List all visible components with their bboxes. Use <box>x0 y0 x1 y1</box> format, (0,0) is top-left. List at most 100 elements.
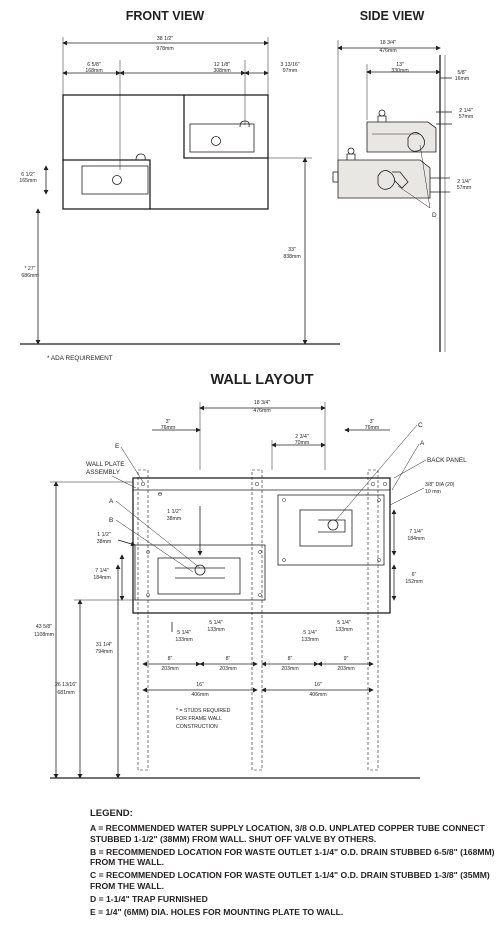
front-overall-dim: 38 1/2" <box>157 36 173 42</box>
wall-callout-c: C <box>418 422 423 429</box>
stud-left-dim-mm: 406mm <box>191 692 208 698</box>
stud-left-dim: 16" <box>196 682 204 688</box>
front-floor-high-dim-mm: 838mm <box>283 254 300 260</box>
wall-plate-right <box>277 494 385 566</box>
side-lower-trap-dim-mm: 57mm <box>457 185 471 191</box>
wall-mid-offset-dim-mm: 70mm <box>295 440 309 446</box>
right-plate-dim: 7 1/4" <box>409 529 423 535</box>
bl1-dim: 5 1/4" <box>177 630 191 636</box>
br2-dim-mm: 133mm <box>335 627 352 633</box>
front-overall-dim-mm: 978mm <box>156 46 173 52</box>
side-top-gap-dim-mm: 16mm <box>455 76 469 82</box>
front-right-offset-dim: 3 13/16" <box>280 62 299 68</box>
stud-center <box>251 469 263 771</box>
legend-item-e: E = 1/4" (6mm) DIA. HOLES FOR MOUNTING P… <box>90 906 344 917</box>
studs-note-1: * = STUDS REQUIRED <box>176 708 231 714</box>
s4-dim: 9" <box>344 656 349 662</box>
left-side-dim: 1 1/2" <box>97 532 111 538</box>
right-low-dim: 6" <box>412 572 417 578</box>
br2-dim: 5 1/4" <box>337 620 351 626</box>
s3-dim-mm: 203mm <box>281 666 298 672</box>
wall-left-edge-dim: 3" <box>166 419 171 425</box>
s2-dim-mm: 203mm <box>219 666 236 672</box>
wall-layout-title: WALL LAYOUT <box>210 372 313 388</box>
low-height-dim-mm: 681mm <box>57 690 74 696</box>
side-upper-trap-dim: 2 1/4" <box>459 108 473 114</box>
front-floor-low-dim: * 27" <box>24 266 35 272</box>
left-supply-dim: 1 1/2" <box>167 509 181 515</box>
stud-right-dim-mm: 406mm <box>309 692 326 698</box>
wall-right-edge-dim: 3" <box>370 419 375 425</box>
legend-item-a: A = RECOMMENDED WATER SUPPLY LOCATION, 3… <box>90 823 485 844</box>
side-depth-dim-mm: 476mm <box>379 48 396 54</box>
wall-overall-dim-mm: 476mm <box>253 408 270 414</box>
wall-callout-a-right: A <box>420 440 425 447</box>
back-panel-label: BACK PANEL <box>427 457 467 464</box>
front-low-basin <box>81 165 149 195</box>
bl1-dim-mm: 133mm <box>175 637 192 643</box>
wall-callout-e: E <box>115 443 119 450</box>
total-height-dim-mm: 1108mm <box>34 632 54 638</box>
front-back-panel <box>62 94 269 210</box>
legend-item-c: C = RECOMMENDED LOCATION FOR WASTE OUTLE… <box>90 870 490 891</box>
left-plate-dim-mm: 184mm <box>93 575 110 581</box>
front-floor-high-dim: 33" <box>288 247 296 253</box>
side-spout-dim-mm: 330mm <box>391 68 408 74</box>
total-height-dim: 43 5/8" <box>36 624 52 630</box>
wall-plate-label-2: ASSEMBLY <box>86 469 121 476</box>
hole-dia-dim: 3/8" DIA (20) <box>425 482 455 488</box>
left-plate-dim: 7 1/4" <box>95 568 109 574</box>
stud-right <box>367 469 379 771</box>
front-basin-height-dim: 6 1/2" <box>21 172 35 178</box>
studs-note-2: FOR FRAME WALL <box>176 716 222 722</box>
front-view-title: FRONT VIEW <box>126 9 205 23</box>
left-supply-dim-mm: 38mm <box>167 516 181 522</box>
s4-dim-mm: 203mm <box>337 666 354 672</box>
studs-note-3: CONSTRUCTION <box>176 724 218 730</box>
br1-dim-mm: 133mm <box>301 637 318 643</box>
wall-right-edge-dim-mm: 76mm <box>365 425 379 431</box>
front-view: FRONT VIEW 38 1/2" 978mm 6 5/8" 168mm 12… <box>19 9 340 362</box>
stud-right-dim: 16" <box>314 682 322 688</box>
front-center-offset-dim-mm: 308mm <box>213 68 230 74</box>
wall-callout-a-left: A <box>109 498 114 505</box>
side-depth-dim: 18 3/4" <box>380 40 396 46</box>
bl2-dim: 5 1/4" <box>209 620 223 626</box>
low-height-dim: 26 13/16" <box>55 682 77 688</box>
legend: LEGEND: A = RECOMMENDED WATER SUPPLY LOC… <box>90 808 495 919</box>
legend-item-b: B = RECOMMENDED LOCATION FOR WASTE OUTLE… <box>90 846 495 868</box>
wall-mid-offset-dim: 2 3/4" <box>295 434 309 440</box>
side-spout-dim: 13" <box>396 62 404 68</box>
ada-note: * ADA REQUIREMENT <box>47 355 113 362</box>
front-left-offset-dim: 6 5/8" <box>87 62 101 68</box>
mid-height-dim: 31 1/4" <box>96 642 112 648</box>
wall-plate-label-1: WALL PLATE <box>86 461 124 468</box>
side-upper-trap-dim-mm: 57mm <box>459 114 473 120</box>
side-top-gap-dim: 5/8" <box>457 70 466 76</box>
legend-title: LEGEND: <box>90 808 133 819</box>
side-view-title: SIDE VIEW <box>360 9 425 23</box>
front-center-offset-dim: 12 1/8" <box>214 62 230 68</box>
s1-dim-mm: 203mm <box>161 666 178 672</box>
left-side-dim-mm: 38mm <box>97 539 111 545</box>
legend-item-d: D = 1-1/4" TRAP FURNISHED <box>90 893 208 904</box>
front-left-offset-dim-mm: 168mm <box>85 68 102 74</box>
s1-dim: 8" <box>168 656 173 662</box>
hole-dia-dim-mm: 10 mm <box>425 489 441 495</box>
front-high-basin <box>189 123 255 153</box>
side-view: SIDE VIEW 18 3/4" 476mm 13" 330mm 5/8" 1… <box>332 9 473 352</box>
right-plate-dim-mm: 184mm <box>407 536 424 542</box>
wall-callout-b: B <box>109 517 113 524</box>
svg-text:ϴ: ϴ <box>158 492 162 498</box>
wall-layout: WALL LAYOUT 18 3/4" 476mm 3" 76mm 3" 76m… <box>34 372 467 779</box>
bl2-dim-mm: 133mm <box>207 627 224 633</box>
side-lower-trap-dim: 2 1/4" <box>457 179 471 185</box>
stud-left <box>137 469 149 771</box>
side-lower-unit <box>337 159 431 199</box>
front-floor-low-dim-mm: 686mm <box>21 273 38 279</box>
side-upper-unit <box>366 121 437 153</box>
s3-dim: 8" <box>288 656 293 662</box>
wall-overall-dim: 18 3/4" <box>254 400 270 406</box>
front-right-offset-dim-mm: 97mm <box>283 68 297 74</box>
